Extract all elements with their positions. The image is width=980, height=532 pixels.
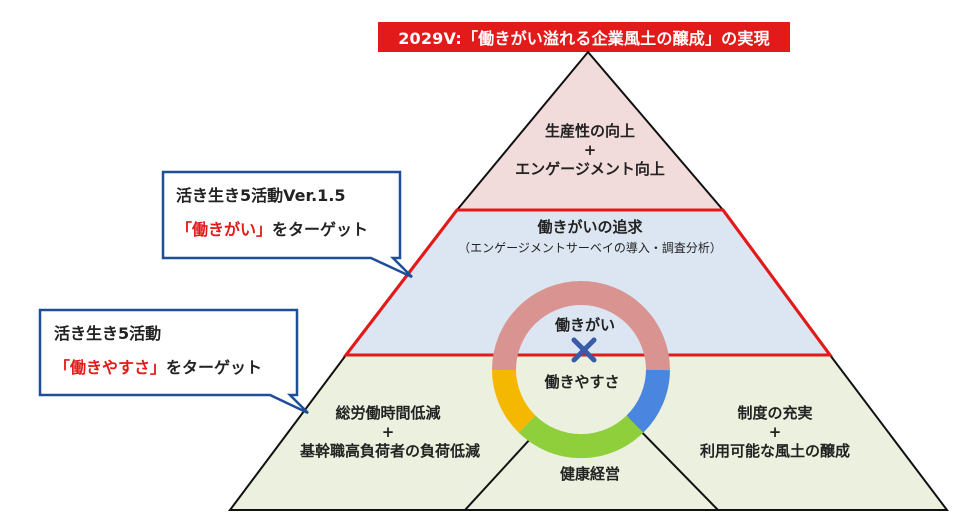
top-tier-line1: 生産性の向上 xyxy=(545,122,635,140)
ring-top-label: 働きがい xyxy=(554,316,615,334)
callout-upper-rest: をターゲット xyxy=(272,220,368,239)
callout-upper-box xyxy=(161,170,413,279)
bottom-left-line1: 総労働時間低減 xyxy=(335,404,440,422)
ring-bottom-label: 働きやすさ xyxy=(543,373,619,391)
callout-lower-quote: 「働きやすさ」 xyxy=(54,358,166,377)
middle-tier-title: 働きがいの追求 xyxy=(536,218,643,236)
bottom-right-line2: 利用可能な風土の醸成 xyxy=(700,442,850,460)
top-tier-line2: エンゲージメント向上 xyxy=(515,160,665,178)
bottom-right-plus: + xyxy=(769,423,782,441)
ring-segment-yellow xyxy=(492,369,536,433)
bottom-center-label: 健康経営 xyxy=(560,465,620,483)
callout-lower-line1: 活き生き5活動 xyxy=(54,324,161,343)
bottom-left-plus: + xyxy=(382,423,395,441)
callout-upper-quote: 「働きがい」 xyxy=(176,220,272,239)
middle-tier-subtitle: （エンゲージメントサーベイの導入・調査分析） xyxy=(458,241,722,255)
callout-upper-line1: 活き生き5活動Ver.1.5 xyxy=(176,186,346,205)
ring-segment-pink xyxy=(492,281,670,371)
ring-segment-green xyxy=(518,415,644,459)
cross-icon xyxy=(571,337,597,363)
ring-segment-blue xyxy=(626,369,670,433)
bottom-left-line2: 基幹職高負荷者の負荷低減 xyxy=(299,442,480,460)
callout-upper-line2: 「働きがい」をターゲット xyxy=(176,220,368,239)
callout-lower-rest: をターゲット xyxy=(166,358,262,377)
divider-right xyxy=(627,417,719,511)
callout-lower-box xyxy=(38,308,309,415)
callout-lower-line2: 「働きやすさ」をターゲット xyxy=(54,358,262,377)
bottom-right-line1: 制度の充実 xyxy=(737,404,812,422)
banner-title: 2029V:「働きがい溢れる企業風土の醸成」の実現 xyxy=(378,22,790,52)
top-tier-plus: + xyxy=(584,141,597,159)
